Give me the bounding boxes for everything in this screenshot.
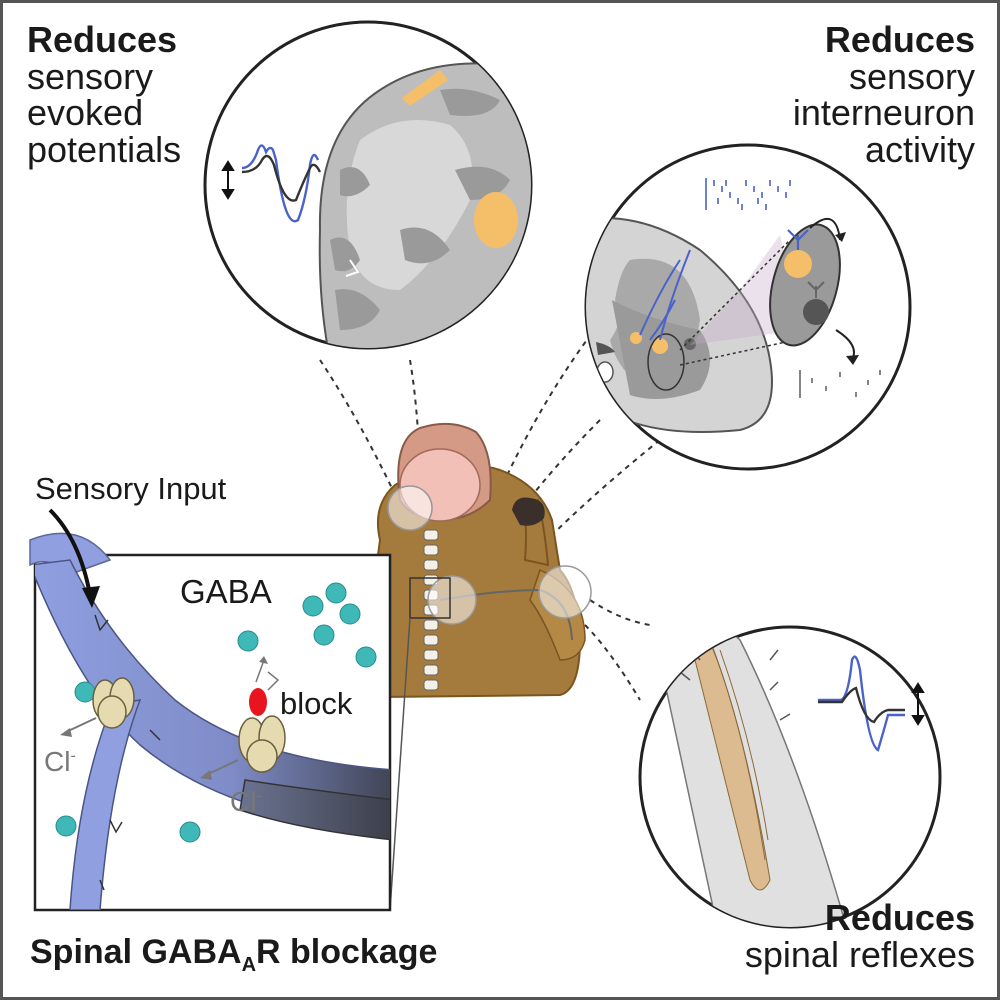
evoked-potential-traces: [241, 144, 322, 223]
label-chloride-1: Cl-: [44, 746, 76, 777]
label-line: sensory: [27, 55, 154, 97]
double-arrow-icon-reflex: [911, 682, 925, 726]
label-gaba: GABA: [180, 573, 272, 610]
heading-reduces-1: Reduces: [27, 19, 178, 60]
brain-magnified-view: [203, 20, 533, 350]
spinal-cord-magnified-view: [584, 143, 912, 471]
label-line: activity: [864, 129, 975, 171]
monkey-illustration: [373, 422, 592, 699]
label-line: sensory: [848, 55, 975, 97]
gaba-molecules: [55, 582, 377, 843]
label-line: interneuron: [792, 92, 975, 134]
label-sensory-evoked-potentials: Reduces sensory evoked potentials: [27, 19, 182, 171]
gaba-receptor-1: [92, 677, 135, 729]
chloride-charge: -: [70, 747, 76, 765]
reflex-traces: [818, 655, 905, 752]
heading-reduces-2: Reduces: [824, 19, 975, 60]
raster-plot-high: [705, 178, 791, 210]
double-arrow-icon: [221, 160, 235, 200]
heading-reduces-3: Reduces: [824, 897, 975, 938]
title-subscript: A: [241, 953, 257, 976]
chloride-text: Cl: [44, 746, 71, 777]
synapse-inset: [29, 508, 392, 912]
label-spinal-reflexes: Reduces spinal reflexes: [744, 897, 975, 975]
label-line: spinal reflexes: [744, 933, 975, 975]
label-sensory-interneuron-activity: Reduces sensory interneuron activity: [792, 19, 975, 171]
raster-plot-low: [799, 370, 881, 398]
chloride-text: Cl: [230, 786, 257, 817]
gabaa-blocker: [249, 688, 267, 716]
title-end: R blockage: [256, 933, 438, 971]
label-block: block: [280, 686, 353, 721]
label-line: evoked: [27, 92, 144, 134]
title-main: Spinal GABA: [30, 933, 242, 971]
label-line: potentials: [27, 129, 182, 171]
label-spinal-gabaar-blockage: Spinal GABAAR blockage: [30, 935, 437, 975]
spine: [423, 529, 439, 691]
label-sensory-input: Sensory Input: [35, 471, 227, 506]
activation-spot: [474, 192, 518, 248]
gaba-receptor-2: [238, 715, 286, 773]
muscle-magnified-view: [638, 625, 942, 929]
chloride-charge: -: [256, 787, 262, 805]
label-chloride-2: Cl-: [230, 786, 262, 817]
